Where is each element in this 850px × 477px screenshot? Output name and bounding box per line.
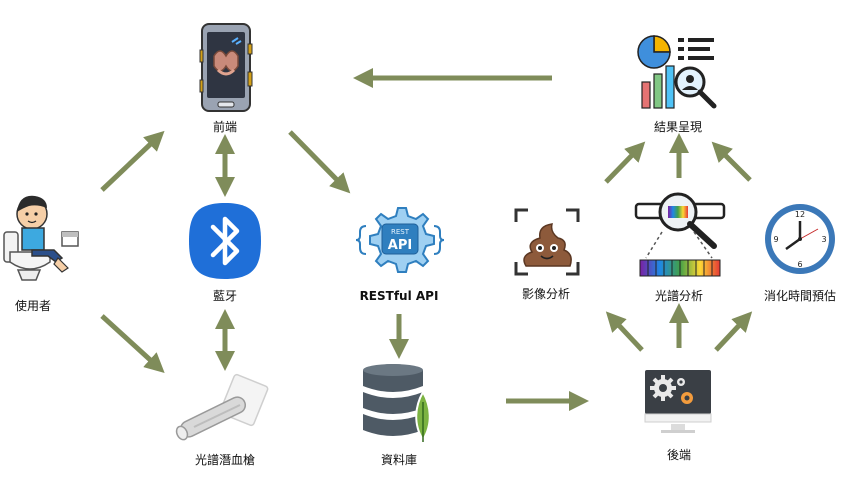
svg-text:6: 6 [797,260,802,269]
arrow-user-to-pen [100,314,165,374]
restful-node: REST API [354,202,446,282]
arrow-clock-to-results [711,141,752,182]
user-label: 使用者 [14,299,52,313]
results-label: 結果呈現 [653,120,703,134]
svg-text:3: 3 [821,235,826,244]
svg-text:9: 9 [773,235,778,244]
bluetooth-label: 藍牙 [212,289,238,303]
frontend-label: 前端 [212,120,238,134]
gear-icon [650,375,676,401]
arrow-user-to-frontend [100,130,165,192]
spectral-pen-label: 光譜潛血槍 [194,453,256,467]
bluetooth-node [189,201,261,281]
results-node [636,34,720,112]
database-icon [363,364,431,442]
rest-badge-bottom: API [388,238,412,253]
child-on-toilet-icon [3,195,79,281]
bluetooth-icon [189,203,261,279]
svg-text:12: 12 [795,210,805,219]
arrow-backend-to-clock [714,311,753,352]
poop-scan-icon [514,208,580,276]
spectral-analysis-label: 光譜分析 [654,289,704,303]
backend-label: 後端 [666,448,692,462]
spectral-analysis-node [632,186,728,282]
database-node [359,362,443,446]
image-analysis-node [512,206,582,278]
smartphone-icon [199,23,253,112]
user-node [2,192,84,282]
rest-badge-top: REST [391,228,410,236]
digestion-node: 12 3 6 9 [762,201,838,277]
charts-analysis-icon [637,35,717,109]
magnifier-spectrum-icon [634,192,726,277]
computer-settings-icon [644,370,712,433]
backend-node [643,368,713,434]
frontend-node [196,22,256,114]
database-label: 資料庫 [380,453,418,467]
pen-device-icon [175,373,269,441]
arrow-image-to-results [604,141,646,184]
digestion-label: 消化時間預估 [763,289,837,303]
spectral-pen-node [170,373,280,445]
arrow-frontend-to-rest [288,130,351,194]
image-analysis-label: 影像分析 [521,287,571,301]
arrow-backend-to-image [605,311,644,352]
restful-label: RESTful API [359,289,439,303]
clock-icon: 12 3 6 9 [765,204,835,274]
rest-api-gear-icon: REST API [355,207,445,273]
